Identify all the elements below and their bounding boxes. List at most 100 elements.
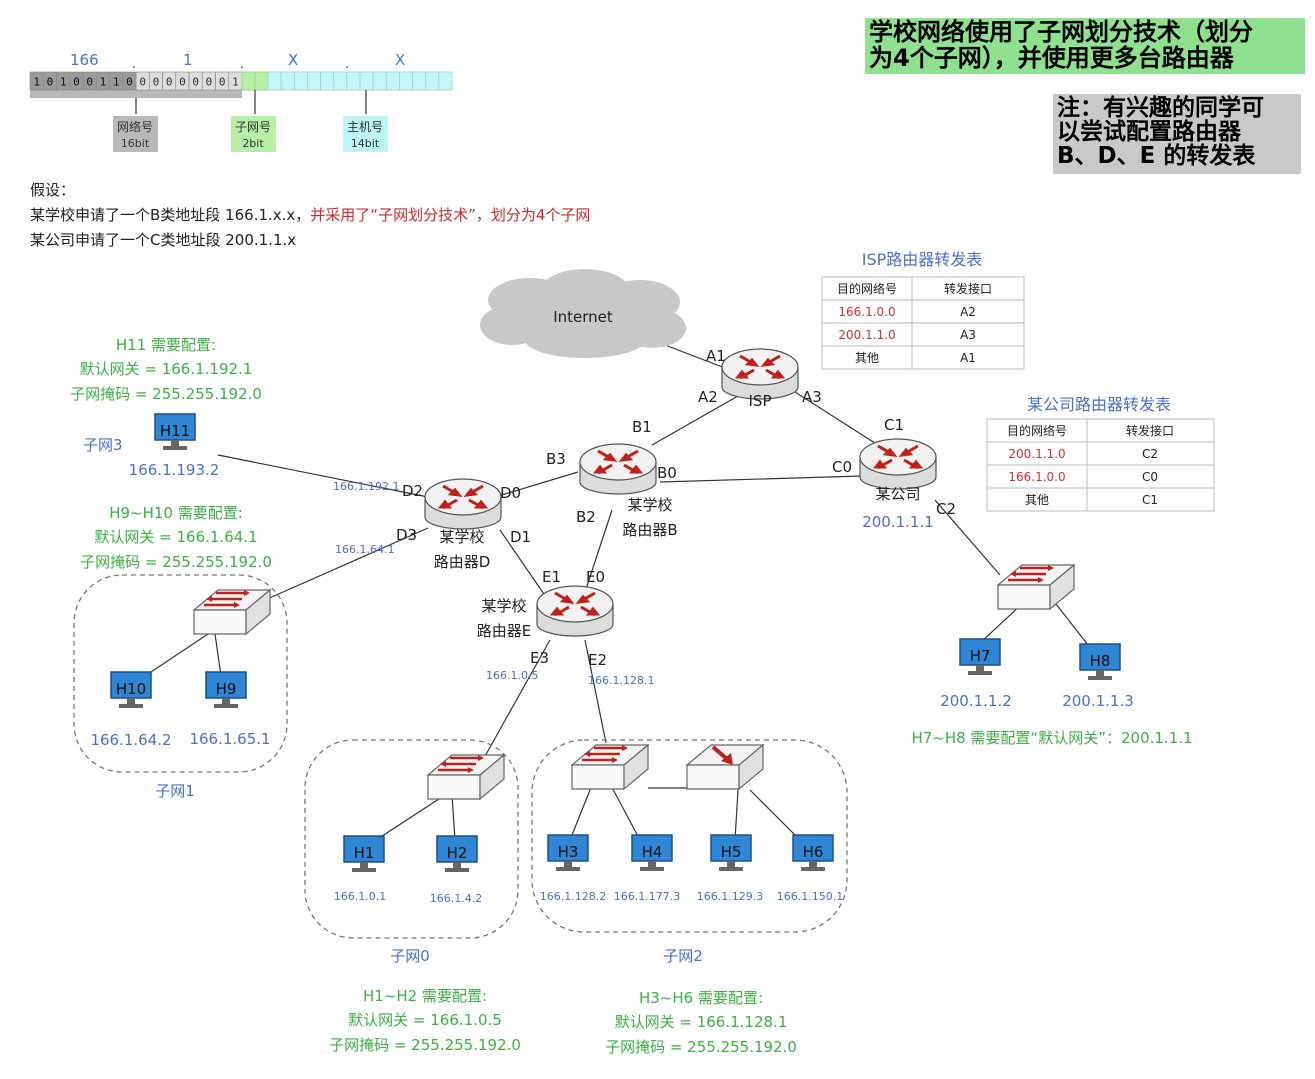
network-label-bits: 16bit — [121, 137, 150, 150]
company-router-label: 某公司 — [875, 485, 920, 503]
host-h2[interactable]: H2 — [436, 835, 478, 873]
isp-table-row3-dest: 其他 — [855, 351, 879, 365]
host-bit-cell — [359, 71, 374, 91]
host-h8[interactable]: H8 — [1079, 643, 1121, 681]
bit-value: 1 — [60, 76, 67, 89]
ip-d3: 166.1.64.1 — [335, 543, 394, 556]
host-bit-cell — [399, 71, 413, 91]
h7-config: H7~H8 需要配置“默认网关”：200.1.1.1 — [911, 729, 1192, 747]
host-bit-cell — [385, 71, 400, 91]
subnet1-label: 子网1 — [155, 782, 195, 800]
company-forwarding-table: 某公司路由器转发表 目的网络号 转发接口 200.1.1.0 C2 166.1.… — [986, 395, 1215, 512]
port-e0: E0 — [586, 568, 605, 586]
link-d-e — [499, 529, 549, 601]
port-d0: D0 — [500, 484, 521, 502]
host-bit-cell — [346, 71, 361, 91]
assumptions: 假设： 某学校申请了一个B类地址段 166.1.x.x，并采用了“子网划分技术”… — [30, 178, 590, 253]
h1-config-title: H1~H2 需要配置: — [363, 987, 487, 1005]
school-router-d[interactable] — [423, 477, 503, 531]
link-switch1-h9 — [214, 633, 222, 677]
host-h1-name: H1 — [354, 844, 375, 862]
switch-subnet0[interactable] — [426, 753, 506, 801]
host-h11[interactable]: H11 — [154, 413, 196, 451]
school-router-b[interactable] — [578, 442, 658, 496]
isp-table-row3-port: A1 — [960, 351, 976, 365]
host-h10[interactable]: H10 — [110, 671, 152, 709]
host-h3-name: H3 — [558, 843, 579, 861]
isp-table-header-dest: 目的网络号 — [837, 281, 897, 296]
host-h5[interactable]: H5 — [710, 834, 752, 872]
link-switch0-h2 — [451, 794, 456, 841]
assumption-line2: 某公司申请了一个C类地址段 200.1.1.x — [30, 231, 297, 249]
subnet3-label: 子网3 — [83, 436, 123, 454]
host-h11-ip: 166.1.193.2 — [129, 461, 220, 479]
host-h9-name: H9 — [216, 680, 237, 698]
link-switch1-h10 — [144, 633, 209, 677]
addr-dot-1: . — [132, 57, 136, 71]
port-e1: E1 — [542, 568, 561, 586]
link-e-switch2 — [584, 639, 607, 744]
host-bit-cell — [412, 71, 427, 91]
host-h7[interactable]: H7 — [959, 638, 1001, 676]
switch-subnet2[interactable] — [570, 743, 650, 791]
ip-e2: 166.1.128.1 — [588, 674, 654, 687]
host-h4[interactable]: H4 — [631, 834, 673, 872]
router-b-label1: 某学校 — [627, 496, 672, 514]
host-h5-ip: 166.1.129.3 — [697, 890, 763, 903]
hub-subnet2[interactable] — [685, 743, 765, 791]
host-h6-ip: 166.1.150.1 — [777, 890, 843, 903]
switch-company[interactable] — [996, 563, 1076, 611]
host-h3[interactable]: H3 — [547, 834, 589, 872]
port-a2: A2 — [698, 388, 718, 406]
link-switch2-h3 — [569, 779, 595, 841]
network-label-box — [113, 116, 158, 152]
link-isp-b — [651, 391, 746, 446]
link-isp-company — [794, 391, 879, 446]
company-router[interactable] — [858, 437, 938, 491]
bit-value: 0 — [126, 76, 133, 89]
link-b-d — [494, 471, 579, 498]
subnet2-boundary — [531, 739, 848, 933]
h11-config: H11 需要配置: 默认网关 = 166.1.192.1 子网掩码 = 255.… — [70, 336, 262, 403]
addr-dot-2: . — [240, 57, 244, 71]
note-line1: 注：有兴趣的同学可 — [1057, 95, 1264, 121]
h9-config: H9~H10 需要配置: 默认网关 = 166.1.64.1 子网掩码 = 25… — [80, 504, 272, 571]
company-router-ip: 200.1.1.1 — [862, 513, 934, 531]
host-h1[interactable]: H1 — [343, 835, 385, 873]
h1-config-mask: 子网掩码 = 255.255.192.0 — [329, 1036, 521, 1054]
switch-subnet1[interactable] — [192, 588, 272, 636]
host-h11-name: H11 — [160, 422, 190, 440]
addr-label-x1: X — [288, 51, 298, 69]
host-bit-cell — [307, 71, 321, 91]
isp-table-row2-port: A3 — [960, 328, 976, 342]
company-table-row2-dest: 166.1.0.0 — [1008, 470, 1065, 484]
ip-e3: 166.1.0.5 — [486, 669, 538, 682]
bit-value: 0 — [166, 76, 173, 89]
host-h4-name: H4 — [642, 843, 663, 861]
bit-value: 0 — [219, 76, 226, 89]
school-router-e[interactable] — [535, 584, 615, 638]
h11-config-gateway: 默认网关 = 166.1.192.1 — [80, 360, 253, 378]
addr-dot-3: . — [345, 57, 349, 71]
port-c1: C1 — [884, 416, 904, 434]
bit-value: 0 — [139, 76, 146, 89]
company-table-header-dest: 目的网络号 — [1007, 423, 1067, 438]
bit-value: 0 — [153, 76, 160, 89]
company-table-row1-port: C2 — [1142, 447, 1158, 461]
host-label-title: 主机号 — [347, 120, 383, 134]
link-d-switch1 — [264, 527, 429, 601]
note-box: 注：有兴趣的同学可 以尝试配置路由器 B、D、E 的转发表 — [1053, 94, 1301, 174]
host-bit-cells — [267, 71, 453, 91]
subnet-label-title: 子网号 — [235, 120, 271, 134]
bit-value: 0 — [73, 76, 80, 89]
subnet-label-bits: 2bit — [242, 137, 264, 150]
router-e-label1: 某学校 — [481, 597, 526, 615]
host-h9[interactable]: H9 — [205, 671, 247, 709]
host-h6[interactable]: H6 — [792, 834, 834, 872]
host-h10-name: H10 — [116, 680, 146, 698]
h3-config-title: H3~H6 需要配置: — [639, 989, 763, 1007]
port-b1: B1 — [632, 418, 652, 436]
link-b-e — [584, 509, 613, 593]
company-table-row2-port: C0 — [1142, 470, 1158, 484]
